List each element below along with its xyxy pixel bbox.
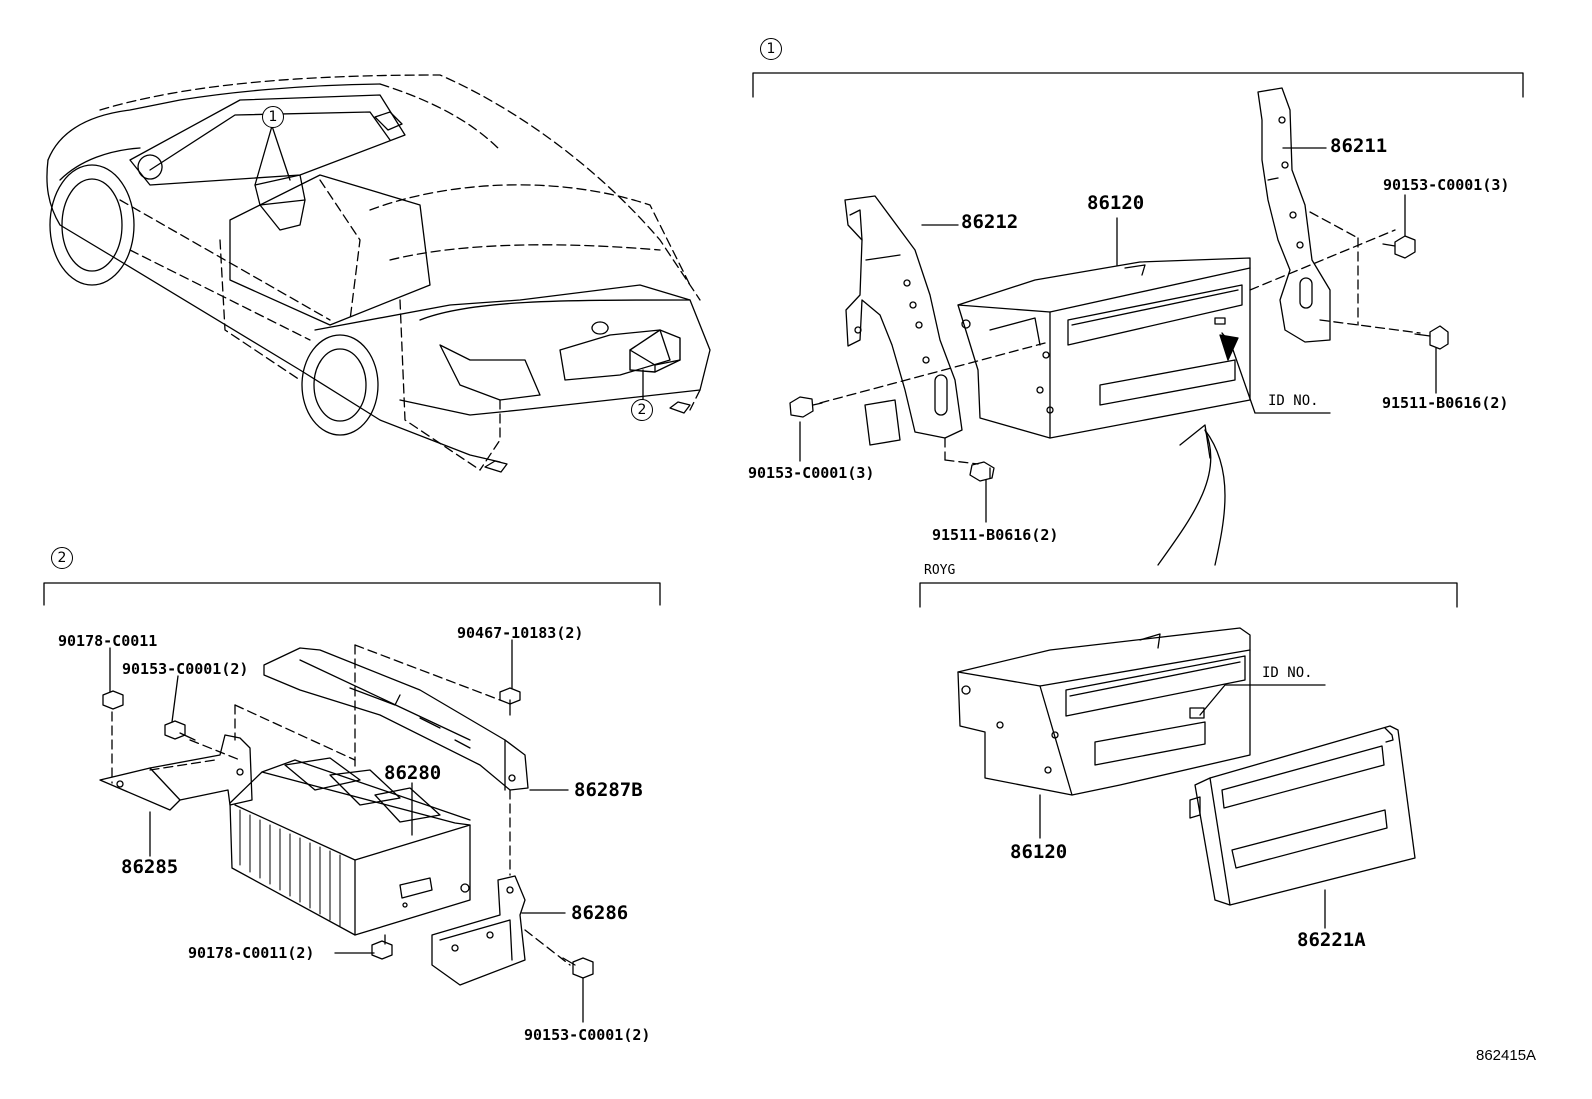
part-90153-c0001-left-label: 90153-C0001(3) bbox=[748, 464, 875, 482]
section2-fasteners bbox=[102, 687, 594, 979]
part-90467-10183-label: 90467-10183(2) bbox=[457, 624, 584, 642]
part-86280-label: 86280 bbox=[384, 762, 442, 784]
royg-tag: ROYG bbox=[924, 563, 956, 578]
part-90178-c0011-bottom-label: 90178-C0011(2) bbox=[188, 944, 315, 962]
section2-leaders bbox=[109, 639, 584, 1023]
royg-bracket bbox=[919, 582, 1458, 608]
figure-id: 862415A bbox=[1476, 1047, 1537, 1064]
car-illustration bbox=[46, 74, 711, 473]
cover-86287B-drawing bbox=[263, 647, 529, 791]
amplifier-86280-drawing bbox=[229, 757, 471, 936]
callout-2-section: 2 bbox=[51, 547, 73, 569]
part-86285-label: 86285 bbox=[121, 856, 179, 878]
part-90153-c0001-sec2-top-label: 90153-C0001(2) bbox=[122, 660, 249, 678]
bracket-86286-drawing bbox=[431, 875, 526, 986]
section2-bracket bbox=[43, 582, 661, 606]
section1-bracket bbox=[752, 72, 1524, 98]
callout-1-section: 1 bbox=[760, 38, 782, 60]
head-unit-royg-drawing bbox=[957, 627, 1251, 796]
part-90178-c0011-top-label: 90178-C0011 bbox=[58, 632, 158, 650]
callout-2-car: 2 bbox=[631, 399, 653, 421]
id-no-label-2: ID NO. bbox=[1262, 665, 1313, 681]
faceplate-86221A-drawing bbox=[1189, 725, 1416, 906]
section1-fasteners bbox=[789, 235, 1449, 482]
id-no-label-1: ID NO. bbox=[1268, 393, 1319, 409]
section1-leaders bbox=[799, 147, 1437, 566]
part-86211-label: 86211 bbox=[1330, 135, 1388, 157]
callout-1-car: 1 bbox=[262, 106, 284, 128]
section1-guide-lines bbox=[819, 211, 1421, 465]
bracket-86285-drawing bbox=[99, 734, 253, 811]
part-90153-c0001-right-label: 90153-C0001(3) bbox=[1383, 176, 1510, 194]
part-91511-b0616-left-label: 91511-B0616(2) bbox=[932, 526, 1059, 544]
part-90153-c0001-sec2-bottom-label: 90153-C0001(2) bbox=[524, 1026, 651, 1044]
head-unit-86120-drawing bbox=[957, 257, 1251, 439]
part-86286-label: 86286 bbox=[571, 902, 629, 924]
part-86287B-label: 86287B bbox=[574, 779, 643, 801]
section2-guide-lines bbox=[111, 644, 571, 966]
bracket-86211-drawing bbox=[1257, 87, 1331, 343]
part-86221A-label: 86221A bbox=[1297, 929, 1366, 951]
bracket-86212-drawing bbox=[844, 195, 963, 446]
part-86120-label: 86120 bbox=[1087, 192, 1145, 214]
part-91511-b0616-right-label: 91511-B0616(2) bbox=[1382, 394, 1509, 412]
royg-leaders bbox=[1039, 684, 1326, 929]
part-86212-label: 86212 bbox=[961, 211, 1019, 233]
part-86120-royg-label: 86120 bbox=[1010, 841, 1068, 863]
